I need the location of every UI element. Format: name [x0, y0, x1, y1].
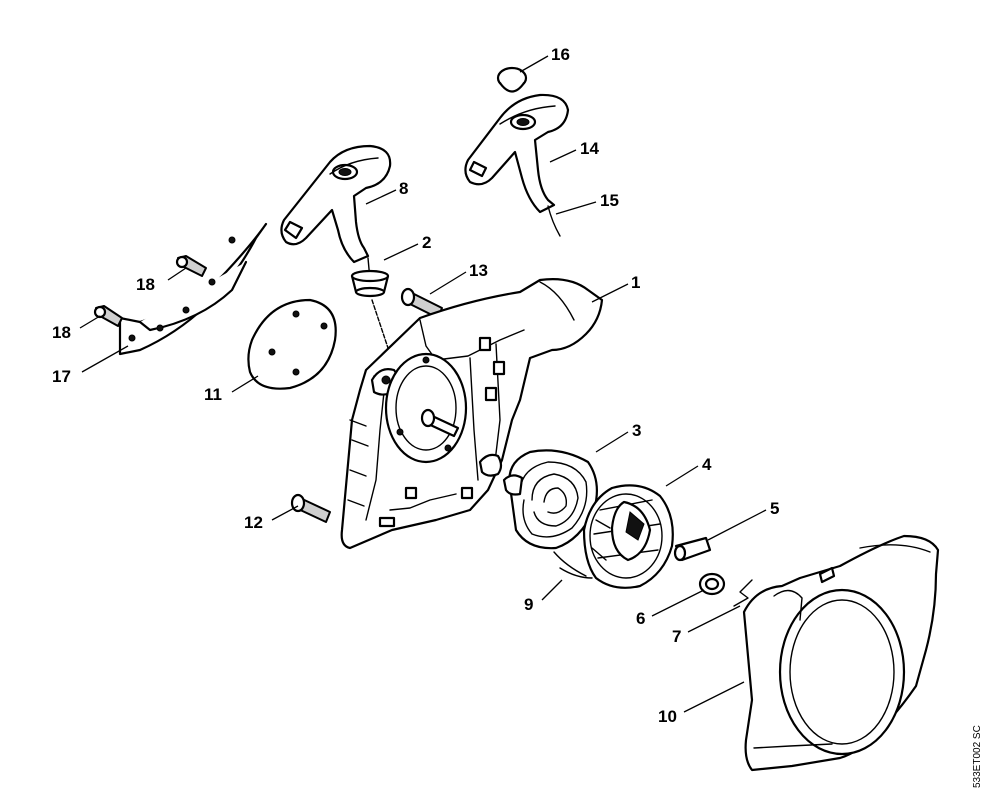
part-grip-cap: [496, 66, 528, 93]
part-washer: [698, 572, 726, 596]
callout-15: 15: [600, 191, 619, 210]
callout-6: 6: [636, 609, 645, 628]
part-rope-guide-bushing: [350, 257, 390, 349]
callout-16: 16: [551, 45, 570, 64]
callout-7: 7: [672, 627, 681, 646]
part-rope-rotor: [582, 484, 674, 589]
callout-17: 17: [52, 367, 71, 386]
callout-3: 3: [632, 421, 641, 440]
callout-10: 10: [658, 707, 677, 726]
callout-18-lower: 18: [52, 323, 71, 342]
callout-11: 11: [204, 385, 222, 404]
part-starter-grip-upper: [464, 93, 570, 214]
callout-13: 13: [469, 261, 488, 280]
part-fan-housing: [340, 278, 604, 550]
part-guard-plate: [118, 222, 268, 356]
part-starter-cover: [742, 534, 940, 772]
part-starter-grip: [280, 144, 392, 264]
callout-4: 4: [702, 455, 712, 474]
drawing-reference-code: 533ET002 SC: [972, 725, 983, 788]
part-rewind-spring: [502, 449, 599, 577]
part-starter-rope-upper: [547, 205, 561, 237]
part-screw-upper: [175, 255, 207, 277]
part-gasket: [247, 298, 337, 390]
callout-5: 5: [770, 499, 779, 518]
callout-8: 8: [399, 179, 408, 198]
part-spring-clip: [733, 579, 753, 607]
part-rope-9: [559, 567, 593, 579]
callout-1: 1: [631, 273, 640, 292]
part-screw-12: [290, 493, 331, 523]
leader-lines: [79, 55, 767, 713]
part-pawl: [673, 536, 712, 562]
part-screw-lower: [93, 305, 123, 327]
callout-2: 2: [422, 233, 431, 252]
callout-12: 12: [244, 513, 263, 532]
callout-9: 9: [524, 595, 533, 614]
callout-14: 14: [580, 139, 599, 158]
callout-labels: 16 14 15 8 2 13 1 18 18 17 11 3 4 5 12 9…: [52, 45, 779, 726]
callout-18-upper: 18: [136, 275, 155, 294]
